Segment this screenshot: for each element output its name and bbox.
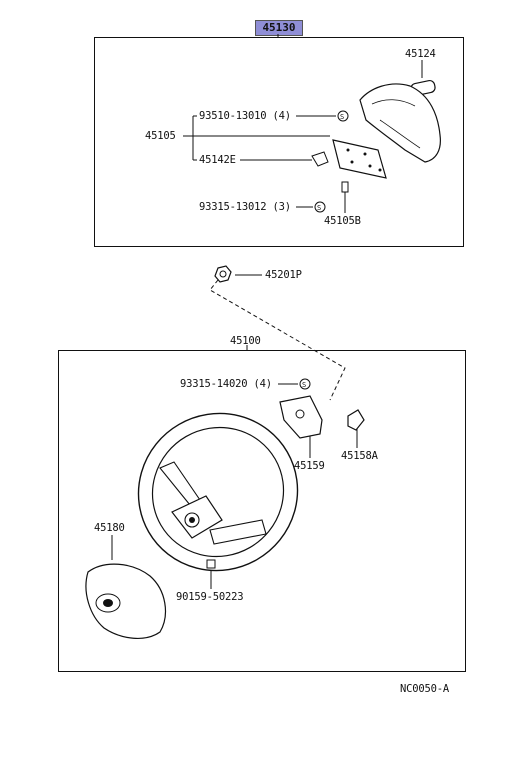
part-90159-label[interactable]: 90159-50223 xyxy=(176,591,244,603)
bottom-assembly-box xyxy=(58,350,466,672)
part-93510-label[interactable]: 93510-13010 (4) xyxy=(199,110,291,122)
part-45159-label[interactable]: 45159 xyxy=(294,460,325,472)
part-93315b-label[interactable]: 93315-14020 (4) xyxy=(180,378,272,390)
part-45158a-label[interactable]: 45158A xyxy=(341,450,378,462)
part-45105b-label[interactable]: 45105B xyxy=(324,215,361,227)
svg-text:S: S xyxy=(317,204,321,212)
part-45124-label[interactable]: 45124 xyxy=(405,48,436,60)
part-45100-label[interactable]: 45100 xyxy=(230,335,261,347)
part-45105-label[interactable]: 45105 xyxy=(145,130,176,142)
part-45142e-label[interactable]: 45142E xyxy=(199,154,236,166)
svg-text:S: S xyxy=(340,113,344,121)
diagram-code: NC0050-A xyxy=(400,683,449,695)
part-45130-highlight[interactable]: 45130 xyxy=(255,20,303,36)
part-93315a-label[interactable]: 93315-13012 (3) xyxy=(199,201,291,213)
part-45130-label: 45130 xyxy=(262,21,296,34)
part-45201p-label[interactable]: 45201P xyxy=(265,269,302,281)
part-45180-label[interactable]: 45180 xyxy=(94,522,125,534)
top-assembly-box xyxy=(94,37,464,247)
svg-text:S: S xyxy=(302,381,306,389)
